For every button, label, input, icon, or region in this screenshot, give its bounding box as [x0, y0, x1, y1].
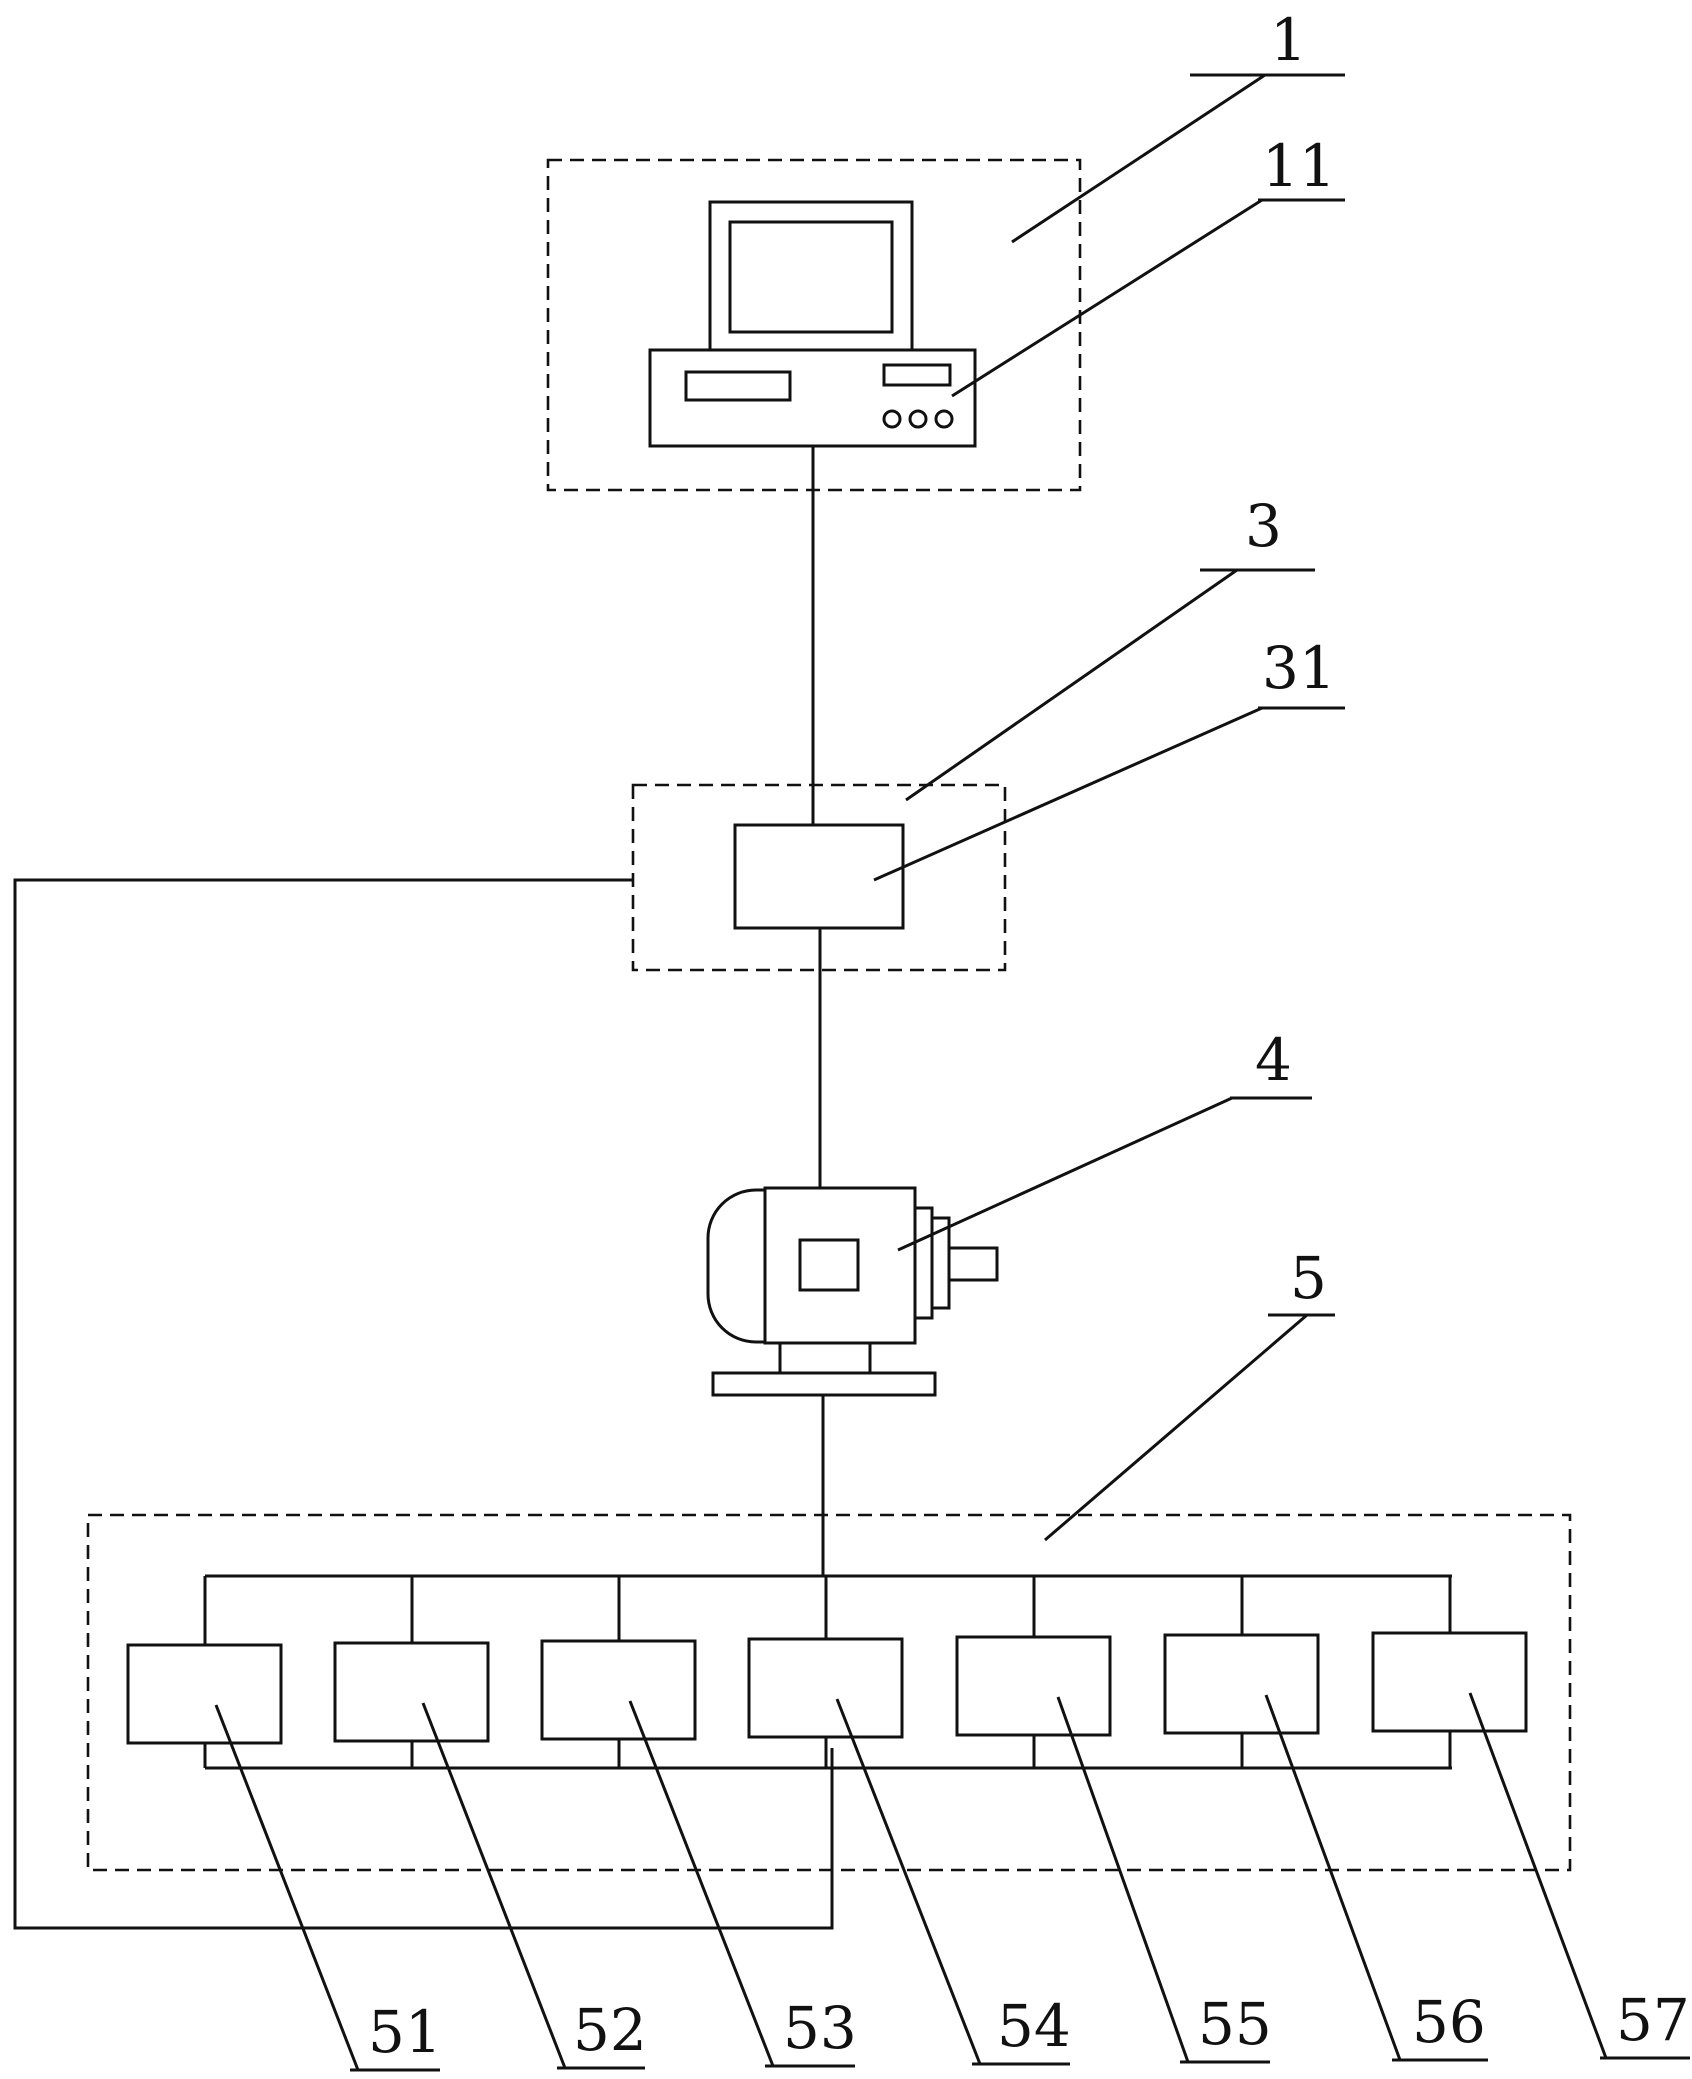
leader-line-1: [1011, 73, 1266, 244]
module-53-box: [540, 1639, 697, 1741]
label-4: 4: [1255, 1026, 1292, 1094]
label-31: 31: [1262, 634, 1336, 702]
leader-line-11: [951, 198, 1263, 398]
motor-icon: [706, 1186, 999, 1397]
module-group-boundary: [86, 1513, 1572, 1872]
computer-icon: [648, 200, 977, 448]
label-57: 57: [1616, 1986, 1690, 2054]
leader-line-3: [905, 568, 1238, 802]
module-57-box: [1371, 1631, 1528, 1733]
label-56: 56: [1412, 1988, 1486, 2056]
label-53: 53: [783, 1994, 857, 2062]
leader-line-31: [873, 706, 1263, 882]
label-52: 52: [573, 1996, 647, 2064]
leader-line-5: [1044, 1313, 1308, 1542]
label-11: 11: [1262, 132, 1336, 200]
label-3: 3: [1245, 492, 1282, 560]
module-51-box: [126, 1643, 283, 1745]
label-51: 51: [368, 1998, 442, 2066]
label-5: 5: [1290, 1244, 1327, 1312]
module-52-box: [333, 1641, 490, 1743]
computer-host-box: [648, 348, 977, 448]
leader-line-4: [897, 1096, 1233, 1252]
label-54: 54: [997, 1992, 1071, 2060]
module-55-box: [955, 1635, 1112, 1737]
module-56-box: [1163, 1633, 1320, 1735]
controller-unit-boundary: [631, 783, 1007, 972]
label-1: 1: [1270, 6, 1307, 74]
controller-module-box: [733, 823, 905, 930]
modules: [126, 1576, 1528, 1768]
feedback-line: [13, 878, 834, 1930]
module-54-box: [747, 1637, 904, 1739]
module-leaders: [214, 1692, 1690, 2072]
label-55: 55: [1198, 1990, 1272, 2058]
